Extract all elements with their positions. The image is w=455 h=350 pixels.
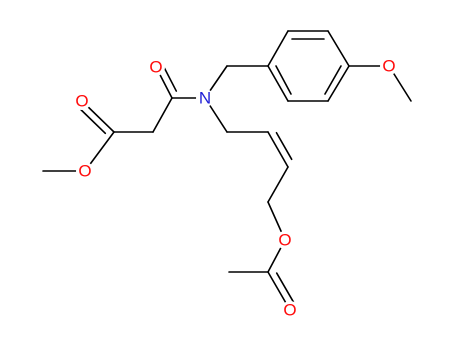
atom-N1-bg <box>196 89 214 107</box>
bond-amide-c-o-second <box>163 66 178 92</box>
ring-inner-double-2 <box>324 65 342 95</box>
atom-O5-bg <box>276 231 294 249</box>
atom-O5: O <box>276 231 294 250</box>
atom-O3-bg <box>76 162 94 180</box>
bond-ch-ch2 <box>267 166 289 203</box>
bond-acyl-c-o-second <box>275 272 295 303</box>
atom-O6: O <box>281 301 299 320</box>
bond-cis-alkene-second <box>275 131 293 161</box>
bond-layer <box>42 30 412 311</box>
ring-inner-double-3 <box>275 65 292 95</box>
bond-ester-c-o-second <box>80 108 107 135</box>
atom-O4-bg <box>380 57 398 75</box>
atom-O3: O <box>76 162 94 181</box>
bond-cis-alkene <box>267 131 289 168</box>
ring-bond-1 <box>267 30 289 67</box>
oxygen-label-amide: O <box>149 58 162 77</box>
atom-O1-bg <box>147 58 165 76</box>
atom-O2-bg <box>73 92 91 110</box>
atom-N1: N <box>196 89 214 108</box>
oxygen-label-ester-carbonyl: O <box>75 92 88 111</box>
oxygen-label-aryl-methoxy: O <box>382 57 395 76</box>
atom-layer: N O O O O O O <box>73 57 398 320</box>
ring-bond-3 <box>327 30 350 67</box>
bond-carbonyl-ch2 <box>152 97 173 133</box>
oxygen-label-acetate-carbonyl: O <box>283 301 296 320</box>
oxygen-label-acetate-ester: O <box>278 231 291 250</box>
atom-O1: O <box>147 58 165 77</box>
oxygen-label-ester-methoxy: O <box>78 162 91 181</box>
atom-O4: O <box>380 57 398 76</box>
nitrogen-label: N <box>199 89 211 108</box>
atom-O2: O <box>73 92 91 111</box>
ring-bond-4 <box>327 65 350 102</box>
ring-bond-6 <box>267 65 289 102</box>
atom-O6-bg <box>281 301 299 319</box>
